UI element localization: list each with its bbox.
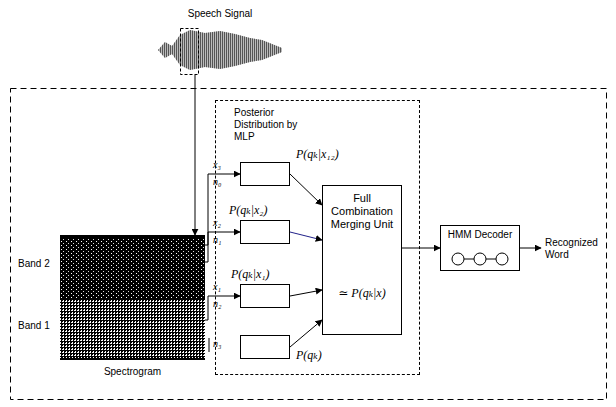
spectrogram: Spectrogram bbox=[60, 235, 205, 360]
signal-arrow bbox=[290, 320, 322, 347]
analysis-window bbox=[181, 29, 199, 75]
posterior-label: P(qₖ|x₁) bbox=[231, 268, 270, 281]
signal-arrow bbox=[195, 75, 196, 235]
signal-arrow bbox=[290, 290, 322, 296]
hmm-state bbox=[452, 253, 464, 265]
mlp-box: P(qₖ|x₂) bbox=[240, 220, 290, 244]
prior-label: P(qₖ) bbox=[296, 349, 322, 362]
posterior-label: P(qₖ|x₂) bbox=[229, 204, 268, 217]
signal-arrow bbox=[205, 296, 240, 320]
mlp-box: P(qₖ|x₁) bbox=[240, 284, 290, 308]
unit-title: Full Combination Merging Unit bbox=[326, 192, 398, 231]
decoder-title: HMM Decoder bbox=[443, 229, 517, 241]
noise-label: n₀ bbox=[213, 176, 221, 188]
output-label: Recognized Word bbox=[545, 237, 603, 261]
hmm-transition bbox=[464, 259, 474, 260]
signal-arrow bbox=[205, 232, 240, 262]
signal-arrow bbox=[402, 248, 440, 249]
signal-arrow bbox=[290, 174, 322, 205]
mlp-box: P(qₖ) bbox=[240, 335, 290, 359]
mlp-box: P(qₖ|x₁₂) bbox=[240, 162, 290, 186]
spectrogram-title: Spectrogram bbox=[60, 366, 205, 378]
noise-label: n₃ bbox=[213, 338, 221, 350]
band-label: Band 2 bbox=[18, 258, 50, 270]
hmm-decoder: HMM Decoder bbox=[440, 225, 520, 271]
output-arrow bbox=[520, 248, 541, 249]
spectrogram-image bbox=[60, 235, 205, 360]
feature-label: x₂ bbox=[213, 217, 221, 229]
hmm-transition bbox=[486, 259, 496, 260]
feature-label: x₃ bbox=[213, 159, 221, 171]
posterior-label: P(qₖ|x₁₂) bbox=[296, 148, 339, 161]
band-label: Band 1 bbox=[18, 320, 50, 332]
noise-bar bbox=[209, 338, 210, 352]
noise-label: n₂ bbox=[213, 298, 221, 310]
mlp-group: Posterior Distribution by MLP P(qₖ|x₁₂) P(… bbox=[215, 100, 420, 375]
feature-label: x₁ bbox=[213, 281, 221, 293]
noise-label: n₁ bbox=[213, 234, 221, 246]
waveform-striations bbox=[158, 30, 282, 70]
group-title: Posterior Distribution by MLP bbox=[234, 107, 300, 143]
signal-arrow bbox=[290, 232, 322, 240]
hmm-state bbox=[474, 253, 486, 265]
speech-signal: Speech Signal bbox=[155, 25, 285, 75]
band-2-texture bbox=[60, 238, 205, 298]
waveform-envelope bbox=[158, 30, 282, 70]
merging-unit: Full Combination Merging Unit ≃ P(qₖ|x) bbox=[322, 185, 402, 335]
signal-title: Speech Signal bbox=[155, 8, 285, 20]
hmm-state bbox=[496, 253, 508, 265]
band-1-texture bbox=[60, 300, 205, 358]
system-boundary bbox=[11, 89, 607, 400]
merged-posterior: ≃ P(qₖ|x) bbox=[326, 287, 398, 300]
